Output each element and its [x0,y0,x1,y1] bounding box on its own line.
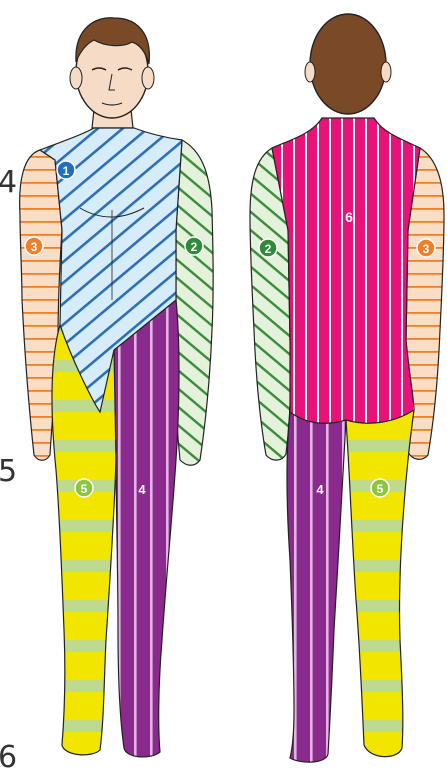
front-marker-3-label: 3 [31,240,38,254]
front-marker-5-label: 5 [81,482,88,496]
back-marker-5: 5 [371,479,389,497]
back-region-4-leg [287,412,346,762]
back-ear-left [305,62,315,82]
front-marker-1-label: 1 [63,164,70,178]
back-marker-3: 3 [417,239,435,257]
front-ear-right [142,67,154,89]
front-marker-2-label: 2 [191,240,198,254]
edge-number-6: 6 [0,743,17,773]
front-region-2-arm [175,140,213,465]
front-region-5-leg [52,320,117,755]
back-marker-2-label: 2 [265,242,272,256]
back-region-6-torso [272,118,420,423]
front-marker-5: 5 [75,479,93,497]
front-ear-left [70,67,82,89]
edge-number-4: 4 [0,168,17,198]
front-marker-4-label: 4 [138,482,146,497]
front-marker-1: 1 [57,161,75,179]
back-marker-3-label: 3 [423,242,430,256]
back-marker-2: 2 [259,239,277,257]
back-marker-5-label: 5 [377,482,384,496]
edge-number-5: 5 [0,457,17,487]
back-marker-4-label: 4 [316,482,324,497]
back-view: 6 2 3 5 4 [250,14,444,762]
back-region-5-leg [346,410,414,757]
back-head [310,14,386,114]
front-marker-2: 2 [185,237,203,255]
front-view: 1 2 3 5 4 [20,18,214,757]
back-marker-6-label: 6 [345,209,353,225]
back-ear-right [381,62,391,82]
front-marker-3: 3 [25,237,43,255]
front-region-4-leg [114,300,179,757]
